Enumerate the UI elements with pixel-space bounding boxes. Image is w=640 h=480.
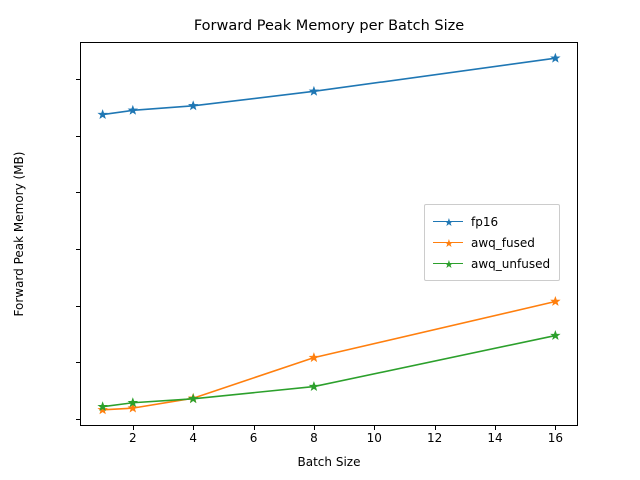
data-point-marker: [308, 352, 320, 363]
y-tick-mark: [76, 78, 80, 80]
data-point-marker: [187, 393, 199, 404]
legend-label: fp16: [471, 214, 499, 229]
x-tick-label: 8: [310, 431, 318, 445]
x-tick-mark: [132, 426, 134, 430]
data-point-marker: [308, 85, 320, 96]
data-point-marker: [308, 381, 320, 392]
x-axis-label: Batch Size: [297, 455, 361, 469]
x-tick-mark: [193, 426, 195, 430]
data-point-marker: [127, 397, 139, 408]
x-tick-label: 4: [189, 431, 197, 445]
legend-label: awq_unfused: [471, 256, 551, 271]
legend-swatch-icon: ★: [433, 258, 463, 270]
legend-item-awq_unfused[interactable]: ★ awq_unfused: [433, 253, 550, 274]
x-tick-label: 10: [366, 431, 382, 445]
series-awq_unfused: [97, 330, 561, 412]
x-tick-label: 6: [249, 431, 258, 445]
legend-label: awq_fused: [471, 235, 535, 250]
series-fp16: [97, 52, 561, 120]
data-point-marker: [97, 401, 108, 412]
chart-legend: ★ fp16 ★ awq_fused ★ awq_unfused: [424, 204, 561, 281]
data-point-marker: [550, 52, 561, 63]
y-tick-mark: [76, 135, 80, 137]
y-tick-mark: [76, 362, 80, 364]
data-point-marker: [127, 104, 139, 115]
series-line: [102, 334, 556, 408]
series-awq_fused: [97, 296, 561, 415]
y-tick-mark: [76, 305, 80, 307]
series-line: [102, 300, 556, 411]
legend-swatch-icon: ★: [433, 216, 463, 228]
x-tick-label: 16: [547, 431, 563, 445]
legend-item-awq_fused[interactable]: ★ awq_fused: [433, 232, 550, 253]
x-tick-mark: [253, 426, 255, 430]
x-tick-label: 2: [128, 431, 137, 445]
legend-item-fp16[interactable]: ★ fp16: [433, 211, 550, 232]
series-line: [102, 57, 556, 116]
data-point-marker: [97, 404, 108, 415]
x-tick-mark: [434, 426, 436, 430]
chart-title: Forward Peak Memory per Batch Size: [193, 18, 465, 34]
y-tick-mark: [76, 192, 80, 194]
x-tick-label: 12: [426, 431, 443, 445]
data-point-marker: [550, 330, 561, 340]
data-point-marker: [97, 109, 108, 120]
y-tick-mark: [76, 249, 80, 251]
legend-swatch-icon: ★: [433, 237, 463, 249]
x-tick-mark: [374, 426, 376, 430]
x-tick-mark: [495, 426, 496, 430]
data-point-marker: [187, 100, 199, 111]
data-point-marker: [550, 296, 561, 306]
x-tick-mark: [555, 426, 557, 430]
y-tick-mark: [76, 419, 80, 421]
x-tick-label: 14: [487, 431, 503, 445]
data-point-marker: [127, 402, 139, 413]
x-tick-mark: [313, 426, 315, 430]
